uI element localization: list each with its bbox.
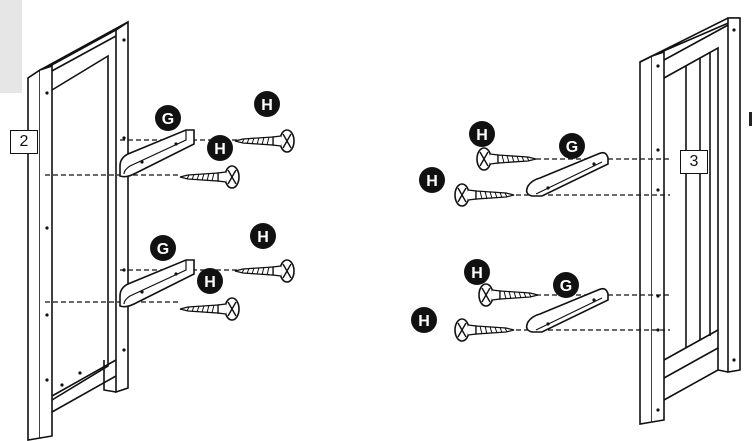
callout-h-left-lower-outer: H	[250, 223, 276, 249]
screw-icon	[455, 184, 514, 206]
screw-icon	[179, 165, 240, 189]
callout-h-right-lower-left: H	[411, 307, 437, 333]
left-panel	[27, 20, 129, 441]
callout-h-left-upper-inner: H	[207, 135, 233, 161]
svg-text:H: H	[426, 173, 438, 190]
callout-g-right-upper: G	[559, 133, 585, 159]
callout-h-right-upper-top: H	[469, 121, 495, 147]
svg-text:H: H	[476, 127, 488, 144]
screw-icon	[234, 259, 295, 283]
callout-h-right-upper-left: H	[419, 167, 445, 193]
callout-h-left-lower-inner: H	[197, 268, 223, 294]
svg-text:G: G	[566, 139, 578, 156]
right-panel	[639, 17, 741, 425]
svg-text:H: H	[471, 265, 483, 282]
screw-icon	[477, 148, 536, 170]
bracket-icon	[119, 129, 195, 178]
screw-icon	[479, 284, 538, 306]
page-edge-mark	[749, 112, 752, 126]
screw-icon	[455, 319, 514, 341]
svg-text:H: H	[214, 141, 226, 158]
bracket-icon	[119, 259, 195, 308]
page-corner-tab	[0, 0, 22, 93]
svg-text:H: H	[418, 313, 430, 330]
callout-h-right-lower-top: H	[464, 259, 490, 285]
callout-g-left-upper: G	[155, 105, 181, 131]
svg-text:H: H	[261, 97, 273, 114]
callout-g-right-lower: G	[553, 272, 579, 298]
svg-text:H: H	[204, 274, 216, 291]
callout-g-left-lower: G	[150, 235, 176, 261]
svg-text:G: G	[162, 111, 174, 128]
screw-icon	[234, 129, 295, 153]
svg-text:H: H	[257, 229, 269, 246]
panel-label-3: 3	[680, 150, 708, 174]
callout-h-left-upper-outer: H	[254, 91, 280, 117]
svg-text:G: G	[560, 278, 572, 295]
svg-text:G: G	[157, 241, 169, 258]
screw-icon	[179, 297, 240, 321]
panel-label-2: 2	[10, 130, 38, 154]
